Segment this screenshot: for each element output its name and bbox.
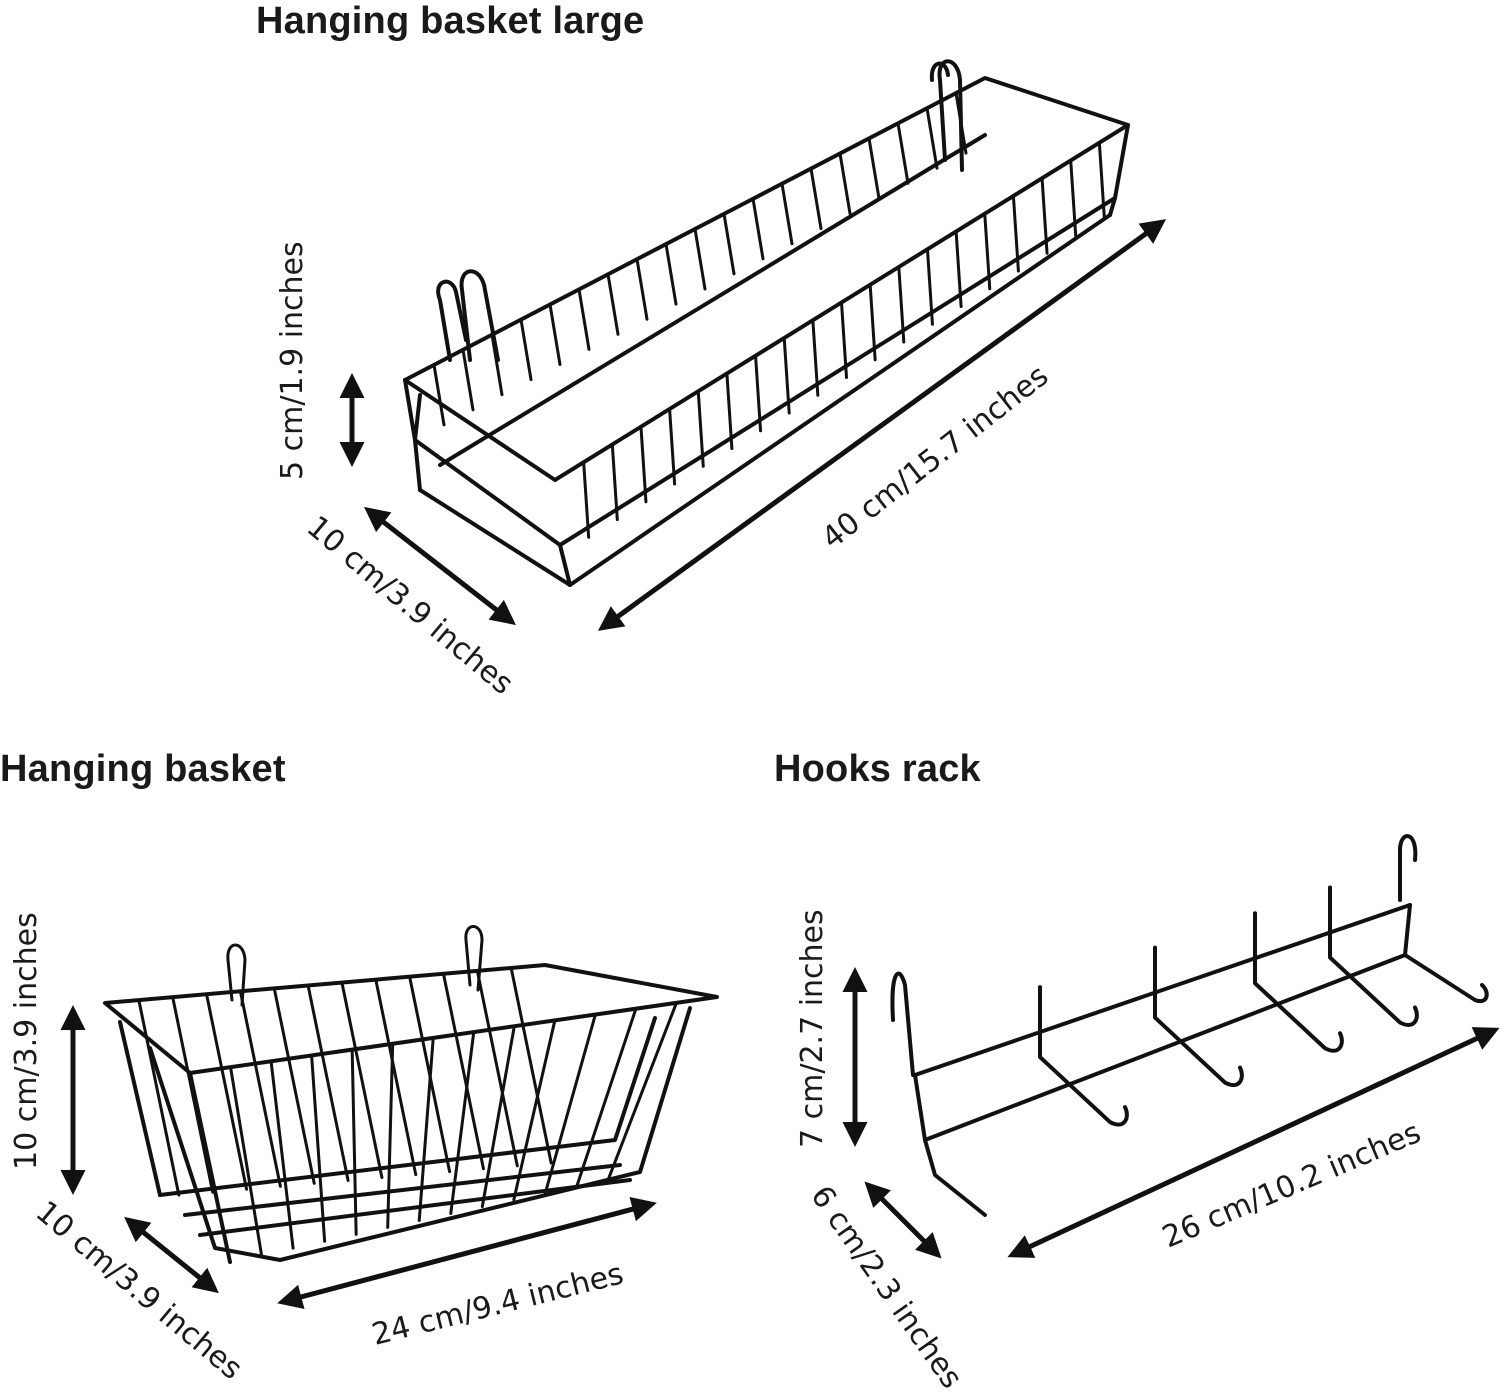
- wire-segment: [780, 182, 794, 246]
- wire-segment: [519, 318, 533, 382]
- wire-segment: [867, 136, 881, 200]
- large-depth-arrow: [364, 506, 516, 626]
- wire-segment: [1097, 141, 1106, 220]
- basket-height-label: 10 cm/3.9 inches: [9, 912, 44, 1170]
- wire-segment: [577, 287, 591, 351]
- wire-segment: [205, 992, 249, 1191]
- hooks-height-label: 7 cm/2.7 inches: [795, 909, 830, 1148]
- wire-segment: [340, 981, 384, 1180]
- basket-depth-label: 10 cm/3.9 inches: [29, 1194, 249, 1386]
- wire-segment: [480, 1024, 516, 1209]
- hooks-length-label: 26 cm/10.2 inches: [1157, 1115, 1425, 1255]
- large-height-label: 5 cm/1.9 inches: [275, 241, 310, 480]
- wire-segment: [606, 1001, 678, 1181]
- wire-segment: [417, 1036, 435, 1222]
- basket-title: Hanging basket: [0, 748, 286, 790]
- wire-segment: [575, 1007, 638, 1188]
- wire-segment: [925, 106, 939, 170]
- wire-segment: [838, 152, 852, 215]
- wire-segment: [635, 257, 649, 321]
- wire-segment: [512, 1018, 557, 1202]
- wire-segment: [272, 986, 316, 1185]
- hooks-rack-title: Hooks rack: [774, 748, 981, 790]
- wire-segment: [693, 227, 707, 291]
- wire-segment: [137, 998, 181, 1197]
- wire-segment: [896, 121, 910, 185]
- wire-segment: [582, 460, 591, 539]
- wire-segment: [954, 91, 968, 155]
- hooks-depth-arrow: [864, 1181, 942, 1259]
- wire-segment: [1328, 885, 1419, 1027]
- hooks-length-arrow: [1007, 1027, 1500, 1258]
- wire-segment: [374, 978, 418, 1177]
- wire-segment: [1403, 953, 1489, 1004]
- wire-segment: [490, 333, 504, 397]
- wire-segment: [722, 212, 736, 276]
- wire-segment: [229, 1065, 264, 1257]
- wire-segment: [751, 197, 765, 261]
- wire-segment: [475, 969, 519, 1168]
- wire-segment: [238, 989, 282, 1188]
- wire-segment: [461, 348, 475, 412]
- wire-segment: [809, 167, 823, 231]
- hanging-basket-illustration: [103, 925, 719, 1264]
- wire-segment: [509, 966, 553, 1165]
- wire-segment: [306, 983, 350, 1182]
- basket-length-arrow: [277, 1197, 657, 1309]
- wire-segment: [548, 303, 562, 366]
- wire-segment: [310, 1053, 327, 1243]
- large-length-arrow: [597, 219, 1167, 631]
- wire-segment: [441, 972, 485, 1171]
- wire-segment: [543, 1013, 597, 1195]
- wire-segment: [386, 1042, 395, 1229]
- wire-segment: [408, 975, 452, 1174]
- large-basket-title: Hanging basket large: [256, 0, 645, 42]
- wire-segment: [350, 1048, 358, 1236]
- wire-segment: [664, 242, 678, 306]
- hooks-depth-label: 6 cm/2.3 inches: [803, 1180, 969, 1396]
- wire-segment: [449, 1030, 476, 1216]
- wire-segment: [171, 995, 215, 1194]
- wire-segment: [432, 363, 446, 427]
- basket-depth-arrow: [124, 1216, 219, 1294]
- wire-segment: [610, 443, 619, 521]
- wire-segment: [606, 272, 620, 336]
